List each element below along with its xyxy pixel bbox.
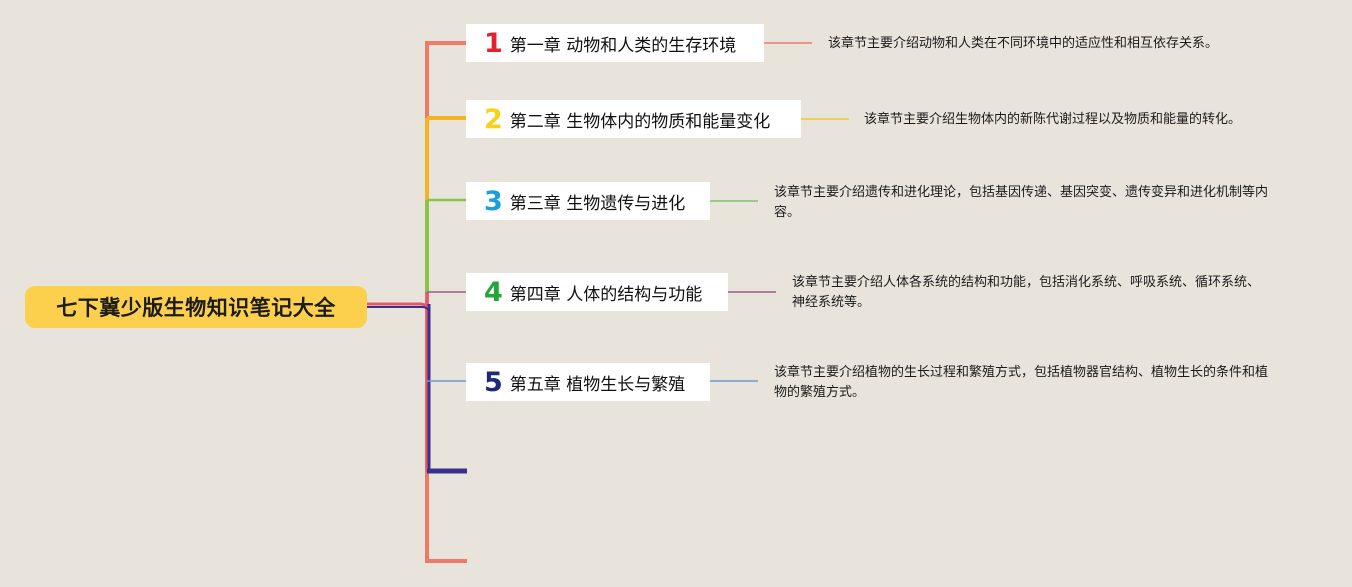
chapter-node-2[interactable]: 2 第二章 生物体内的物质和能量变化: [466, 100, 801, 138]
chapter-title-2: 第二章 生物体内的物质和能量变化: [509, 111, 771, 132]
chapter-node-3[interactable]: 3 第三章 生物遗传与进化: [466, 182, 710, 220]
chapter-description-1: 该章节主要介绍动物和人类在不同环境中的适应性和相互依存关系。: [828, 36, 1219, 51]
chapter-description-4: 该章节主要介绍人体各系统的结构和功能，包括消化系统、呼吸系统、循环系统、神经系统…: [792, 275, 1261, 310]
chapter-number-3: 3: [484, 185, 503, 217]
chapter-description-3: 该章节主要介绍遗传和进化理论，包括基因传递、基因突变、遗传变异和进化机制等内容。: [774, 185, 1269, 220]
chapter-number-2: 2: [484, 103, 503, 135]
chapter-description-5: 该章节主要介绍植物的生长过程和繁殖方式，包括植物器官结构、植物生长的条件和植物的…: [774, 365, 1269, 400]
chapter-number-4: 4: [484, 276, 503, 308]
chapter-number-5: 5: [484, 366, 503, 398]
chapter-title-3: 第三章 生物遗传与进化: [509, 193, 686, 214]
root-node[interactable]: 七下冀少版生物知识笔记大全: [25, 286, 367, 328]
chapter-title-5: 第五章 植物生长与繁殖: [509, 374, 686, 395]
root-title: 七下冀少版生物知识笔记大全: [56, 296, 336, 320]
chapter-node-5[interactable]: 5 第五章 植物生长与繁殖: [466, 363, 710, 401]
chapter-node-1[interactable]: 1 第一章 动物和人类的生存环境: [466, 24, 764, 62]
chapter-title-1: 第一章 动物和人类的生存环境: [509, 35, 737, 56]
chapter-node-4[interactable]: 4 第四章 人体的结构与功能: [466, 273, 728, 311]
chapter-number-1: 1: [484, 27, 503, 59]
chapter-description-2: 该章节主要介绍生物体内的新陈代谢过程以及物质和能量的转化。: [864, 112, 1242, 127]
chapter-title-4: 第四章 人体的结构与功能: [509, 284, 703, 305]
